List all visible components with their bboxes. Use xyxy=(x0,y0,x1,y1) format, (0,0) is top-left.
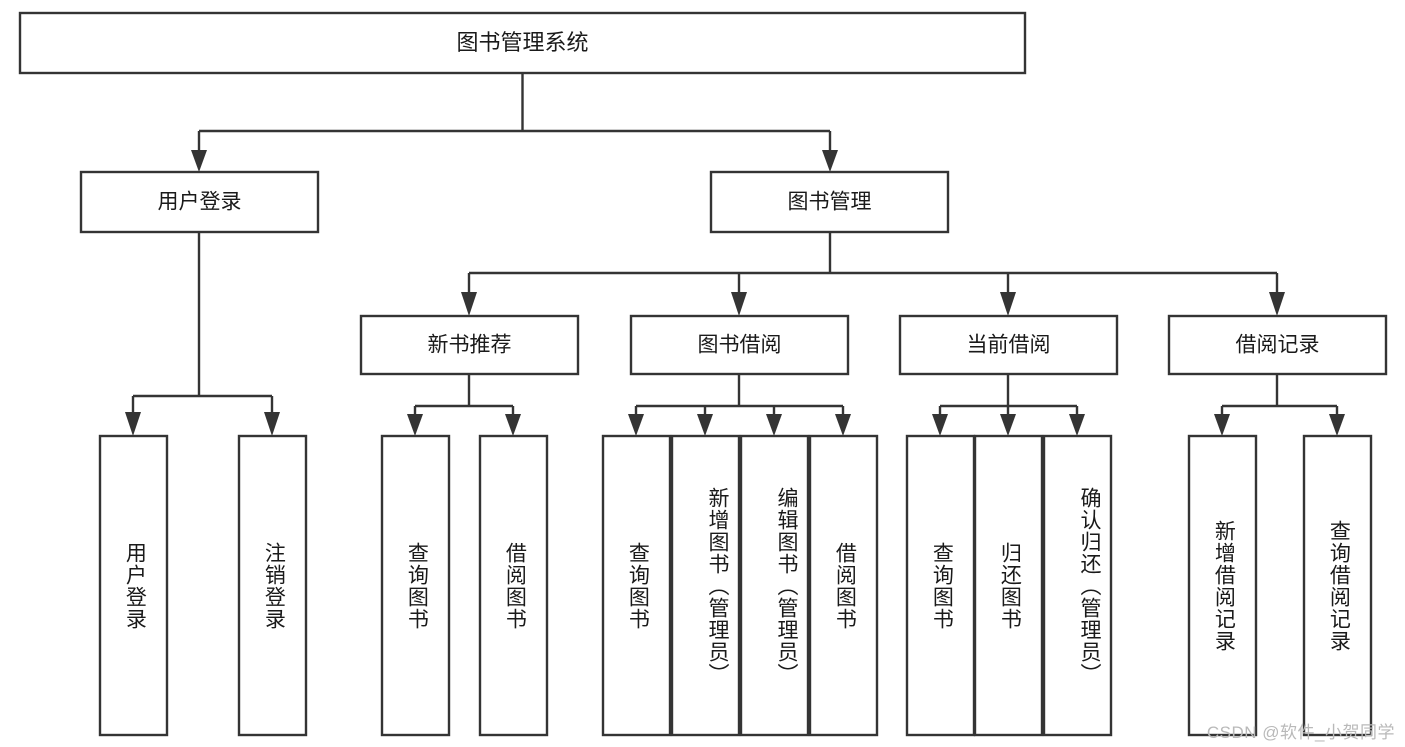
leaf-box-br-query-record[interactable] xyxy=(1302,434,1373,737)
node-borrow-record-label: 借阅记录 xyxy=(1236,334,1320,357)
arrow-head-leaf-bb-2 xyxy=(697,414,713,436)
node-new-book-recommend[interactable]: 新书推荐 xyxy=(359,314,580,376)
node-root-label: 图书管理系统 xyxy=(456,30,588,55)
arrow-head-current-borrow xyxy=(1000,292,1016,316)
connector-group-book-mgmt-to-level3 xyxy=(461,232,1285,316)
leaf-box-user-login[interactable] xyxy=(98,434,169,737)
arrow-head-leaf-cb-1 xyxy=(932,414,948,436)
connector-group-borrow-record-to-leaves xyxy=(1214,374,1345,436)
leaf-group-borrow-record xyxy=(1187,434,1373,737)
leaf-box-cb-query-book[interactable] xyxy=(905,434,976,737)
leaf-box-bb-borrow-book[interactable] xyxy=(808,434,879,737)
leaf-box-logout[interactable] xyxy=(237,434,308,737)
arrow-head-leaf-user-login xyxy=(125,412,141,436)
leaf-box-nb-query-book[interactable] xyxy=(380,434,451,737)
leaf-box-bb-edit-book[interactable] xyxy=(739,434,810,737)
node-new-book-recommend-label: 新书推荐 xyxy=(428,334,512,357)
node-current-borrow[interactable]: 当前借阅 xyxy=(898,314,1119,376)
arrow-head-book-mgmt xyxy=(822,150,838,172)
node-root-box[interactable] xyxy=(18,11,1027,75)
leaf-group-user-login xyxy=(98,434,308,737)
arrow-head-leaf-cb-3 xyxy=(1069,414,1085,436)
connector-group-user-login-to-leaves xyxy=(125,232,280,436)
connector-group-new-book-to-leaves xyxy=(407,374,521,436)
leaf-box-br-add-record[interactable] xyxy=(1187,434,1258,737)
node-user-login-label: 用户登录 xyxy=(158,191,242,214)
connector-group-book-borrow-to-leaves xyxy=(628,374,851,436)
connector-group-current-borrow-to-leaves xyxy=(932,374,1085,436)
node-root[interactable]: 图书管理系统 xyxy=(18,11,1027,75)
leaf-group-current-borrow xyxy=(905,434,1113,737)
node-book-management[interactable]: 图书管理 xyxy=(709,170,950,234)
node-book-management-box[interactable] xyxy=(709,170,950,234)
connector-group-root-to-level2 xyxy=(191,73,838,172)
arrow-head-leaf-nb-2 xyxy=(505,414,521,436)
leaf-box-cb-confirm-return[interactable] xyxy=(1042,434,1113,737)
leaf-box-bb-query-book[interactable] xyxy=(601,434,672,737)
arrow-head-leaf-cb-2 xyxy=(1000,414,1016,436)
leaf-group-new-book-recommend xyxy=(380,434,549,737)
arrow-head-leaf-br-1 xyxy=(1214,414,1230,436)
node-current-borrow-label: 当前借阅 xyxy=(967,334,1051,357)
node-book-borrow-box[interactable] xyxy=(629,314,850,376)
leaf-box-nb-borrow-book[interactable] xyxy=(478,434,549,737)
arrow-head-new-book xyxy=(461,292,477,316)
leaf-box-cb-return-book[interactable] xyxy=(973,434,1044,737)
node-user-login-box[interactable] xyxy=(79,170,320,234)
csdn-watermark: CSDN @软件_小贺同学 xyxy=(1206,723,1395,742)
arrow-head-leaf-logout xyxy=(264,412,280,436)
arrow-head-leaf-br-2 xyxy=(1329,414,1345,436)
node-book-management-label: 图书管理 xyxy=(788,191,872,214)
node-borrow-record[interactable]: 借阅记录 xyxy=(1167,314,1388,376)
node-book-borrow[interactable]: 图书借阅 xyxy=(629,314,850,376)
node-current-borrow-box[interactable] xyxy=(898,314,1119,376)
leaf-group-book-borrow xyxy=(601,434,879,737)
node-new-book-recommend-box[interactable] xyxy=(359,314,580,376)
node-user-login[interactable]: 用户登录 xyxy=(79,170,320,234)
arrow-head-user-login xyxy=(191,150,207,172)
arrow-head-borrow-record xyxy=(1269,292,1285,316)
node-book-borrow-label: 图书借阅 xyxy=(698,334,782,357)
leaf-box-bb-add-book[interactable] xyxy=(670,434,741,737)
arrow-head-leaf-bb-3 xyxy=(766,414,782,436)
node-borrow-record-box[interactable] xyxy=(1167,314,1388,376)
arrow-head-book-borrow xyxy=(731,292,747,316)
arrow-head-leaf-bb-4 xyxy=(835,414,851,436)
arrow-head-leaf-bb-1 xyxy=(628,414,644,436)
arrow-head-leaf-nb-1 xyxy=(407,414,423,436)
